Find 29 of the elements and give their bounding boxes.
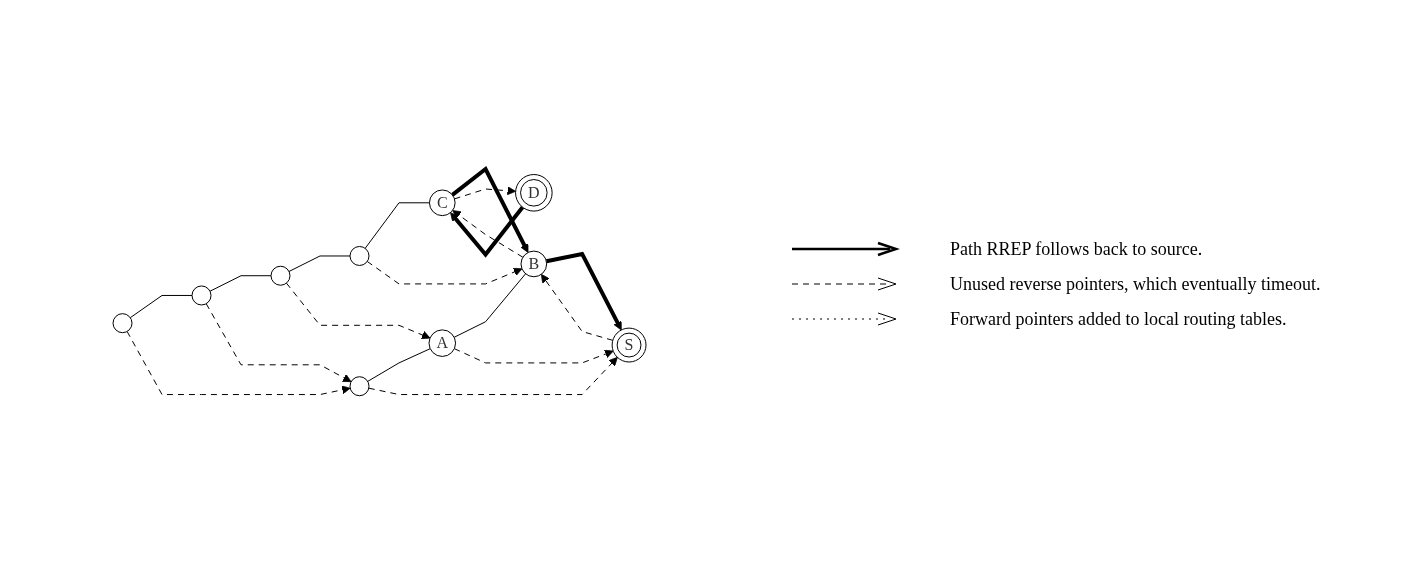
arrow bbox=[206, 303, 353, 383]
legend-text: Unused reverse pointers, which eventually timeout. bbox=[950, 273, 1321, 295]
arrow bbox=[286, 283, 431, 340]
node-circle: S bbox=[612, 328, 647, 363]
node-circle bbox=[192, 285, 212, 306]
arrow bbox=[127, 331, 352, 396]
arrow bbox=[451, 166, 529, 254]
node-circle: C bbox=[429, 189, 457, 217]
legend-text: Path RREP follows back to source. bbox=[950, 238, 1203, 260]
arrow bbox=[368, 357, 619, 396]
connector bbox=[367, 348, 432, 383]
node-circle bbox=[271, 266, 291, 287]
connector bbox=[289, 255, 351, 273]
connector bbox=[365, 202, 431, 250]
arrow bbox=[541, 274, 614, 342]
node-circle bbox=[113, 313, 133, 334]
arrow bbox=[546, 252, 623, 331]
connector bbox=[130, 295, 193, 319]
arrow bbox=[367, 261, 523, 285]
node-circle bbox=[350, 246, 370, 267]
connector bbox=[210, 275, 272, 293]
node-circle bbox=[350, 376, 370, 397]
node-circle: A bbox=[429, 329, 457, 358]
node-circle: D bbox=[515, 174, 554, 212]
connector bbox=[454, 273, 527, 339]
arrow bbox=[454, 186, 517, 200]
arrow bbox=[454, 348, 615, 364]
legend-text: Forward pointers added to local routing tables. bbox=[950, 308, 1287, 330]
node-circle: B bbox=[521, 250, 548, 278]
